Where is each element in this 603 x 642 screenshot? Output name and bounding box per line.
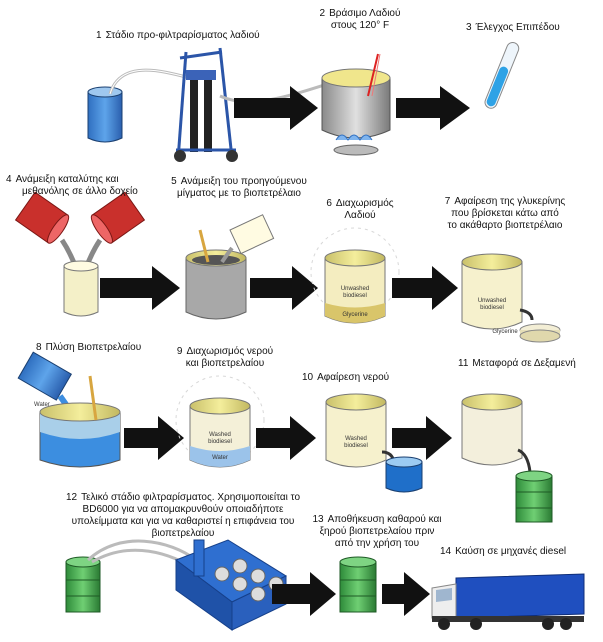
filter-pump-trolley-icon: [174, 47, 238, 162]
glycerine-removal-vessel-icon: [461, 253, 561, 343]
flow-arrow: [234, 86, 318, 130]
catalyst-buckets-icon: [14, 191, 146, 317]
step-number: 3: [466, 22, 472, 33]
vessel-label-glycerine: Glycerine: [342, 312, 368, 318]
step-number: 8: [36, 342, 42, 353]
step-text: Λαδιού: [344, 210, 376, 221]
step-text: ξηρού βιοπετρελαίου πριν: [319, 526, 435, 537]
flow-arrow: [392, 266, 458, 310]
flow-arrow: [250, 266, 318, 310]
flow-arrow: [124, 416, 184, 460]
step-text: Διαχωρισμός νερού: [186, 346, 274, 357]
heating-kettle-icon: [321, 53, 391, 156]
step-text: Στάδιο προ-φιλτραρίσματος λαδιού: [105, 30, 260, 41]
step-text: από την χρήση του: [334, 538, 420, 549]
step-number: 6: [326, 198, 332, 209]
step-text: υπολείμματα και για να καθαριστεί η επιφ…: [71, 516, 295, 527]
step-number: 12: [65, 492, 78, 503]
flow-arrow: [396, 86, 470, 130]
vessel-label-washed: Washed: [209, 432, 231, 438]
water-separation-vessel-icon: [175, 375, 265, 468]
oil-cup-icon: [87, 86, 123, 143]
step-number: 4: [6, 174, 12, 185]
step-text: μεθανόλης σε άλλο δοχείο: [22, 186, 138, 197]
step-number: 10: [302, 372, 314, 383]
vessel-label-biodiesel: biodiesel: [208, 439, 232, 445]
vessel-label-biodiesel: biodiesel: [343, 293, 367, 299]
step-number: 14: [440, 546, 452, 557]
washing-vessel-icon: [17, 351, 121, 468]
step-text: και βιοπετρελαίου: [185, 358, 265, 369]
oil-separation-vessel-icon: [310, 227, 400, 324]
step-text: Αφαίρεση της γλυκερίνης: [454, 196, 566, 207]
vessel-label-unwashed: Unwashed: [478, 298, 506, 304]
mixing-vessel-icon: [185, 214, 275, 320]
step-number: 5: [171, 176, 177, 187]
flow-arrow: [382, 572, 430, 616]
vessel-label-water: Water: [34, 402, 50, 408]
clean-storage-drum-icon: [339, 556, 377, 613]
step-text: Πλύση Βιοπετρελαίου: [45, 342, 142, 353]
flow-arrow: [100, 266, 180, 310]
tank-transfer-icon: [461, 393, 553, 523]
step-number: 1: [96, 30, 102, 41]
step-text: Αφαίρεση νερού: [317, 372, 390, 383]
step-text: Ανάμειξη καταλύτης και: [15, 174, 119, 185]
step-text: Τελικό στάδιο φιλτραρίσματος. Χρησιμοποι…: [81, 492, 301, 503]
step-text: BD6000 για να απομακρυνθούν οποιαδήποτε: [82, 504, 284, 515]
vessel-label-washed: Washed: [345, 436, 367, 442]
step-text: Διαχωρισμός: [335, 198, 394, 209]
vessel-label-water: Water: [212, 455, 228, 461]
vessel-label-glycerine: Glycerine: [492, 329, 518, 335]
diesel-truck-icon: [431, 573, 585, 630]
step-text: Μεταφορά σε Δεξαμενή: [472, 358, 576, 369]
vessel-label-biodiesel: biodiesel: [344, 443, 368, 449]
test-tube-icon: [484, 41, 520, 109]
step-text: που βρίσκεται κάτω από: [451, 208, 559, 219]
step-text: στους 120° F: [330, 20, 390, 31]
step-number: 9: [176, 346, 183, 357]
step-text: Ανάμειξη του προηγούμενου: [180, 176, 307, 187]
water-removal-vessel-icon: [325, 393, 423, 493]
step-text: Έλεγχος Επιπέδου: [475, 22, 560, 33]
flow-arrow: [256, 416, 316, 460]
step-text: βιοπετρελαίου: [151, 528, 215, 539]
vessel-label-biodiesel: biodiesel: [480, 305, 504, 311]
storage-drum-icon: [65, 556, 101, 613]
step-number: 13: [312, 514, 324, 525]
step-text: το ακάθαρτο βιοπετρέλαιο: [447, 220, 563, 231]
step-number: 2: [319, 8, 326, 19]
bd6000-filter-station-icon: [174, 539, 288, 631]
vessel-label-unwashed: Unwashed: [341, 286, 369, 292]
step-number: 11: [458, 358, 469, 369]
step-text: Βράσιμο Λαδιού: [329, 8, 401, 19]
step-text: μίγματος με το βιοπετρέλαιο: [177, 188, 301, 199]
flow-arrow: [392, 416, 452, 460]
step-text: Καύση σε μηχανές diesel: [455, 546, 567, 557]
step-text: Αποθήκευση καθαρού και: [327, 514, 442, 525]
step-number: 7: [444, 196, 451, 207]
flow-arrow: [272, 572, 336, 616]
